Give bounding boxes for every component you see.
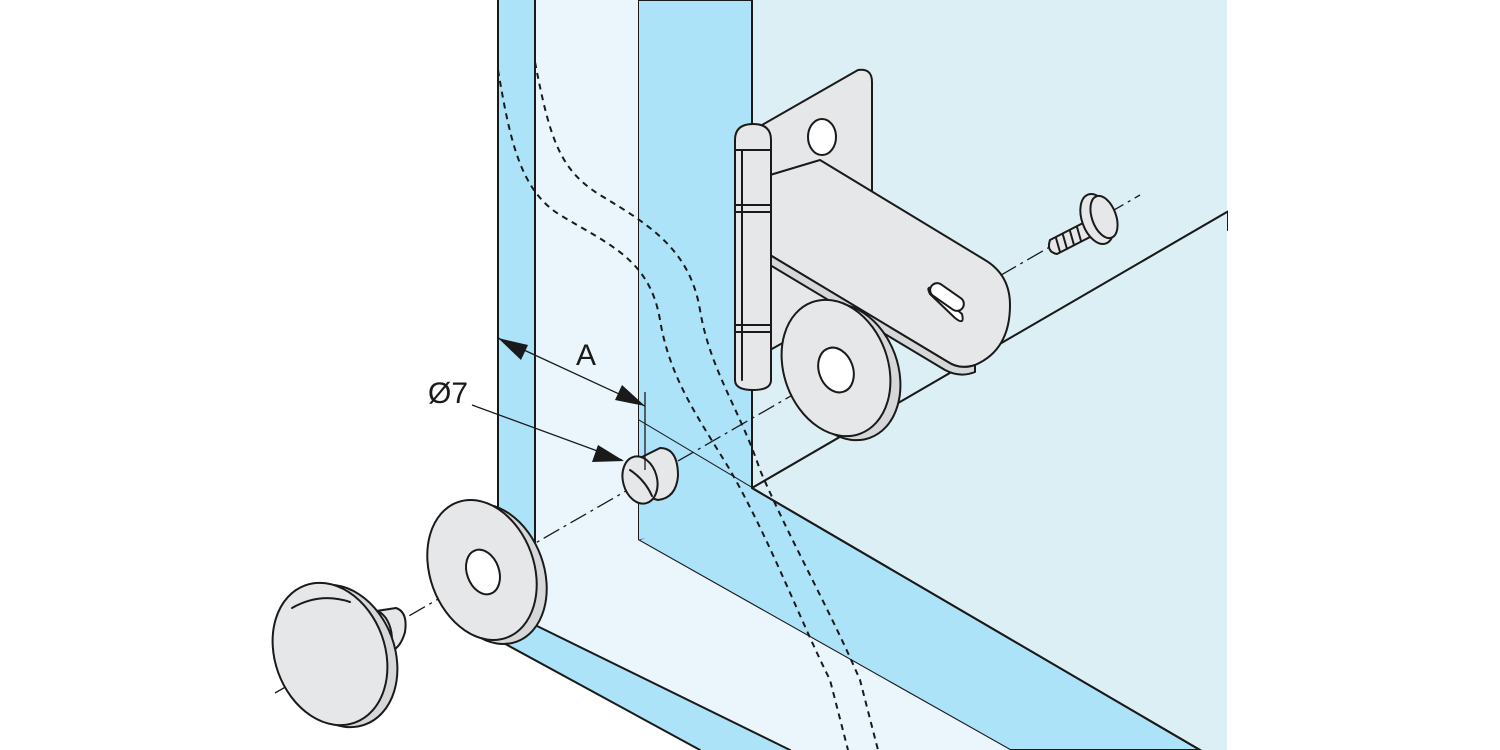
hole-diameter-label: Ø7 [428,377,468,410]
hinge-plate-hole-icon [807,118,837,156]
door-washer-hole-icon [465,548,501,596]
dimension-a: A [497,337,646,470]
cap-nut [271,581,407,729]
dimension-a-label: A [576,339,596,372]
door-glass-face [535,0,1010,750]
screw [1047,193,1119,255]
hinge [734,68,1011,391]
door-glass-edge [498,0,790,750]
sleeve [621,447,679,505]
break-lines [497,61,879,750]
hinge-washer [780,298,902,442]
hinge-knuckle [734,123,772,391]
washer-hole-icon [817,346,855,394]
hole-diameter-callout: Ø7 [428,377,624,462]
door-washer [426,499,548,645]
